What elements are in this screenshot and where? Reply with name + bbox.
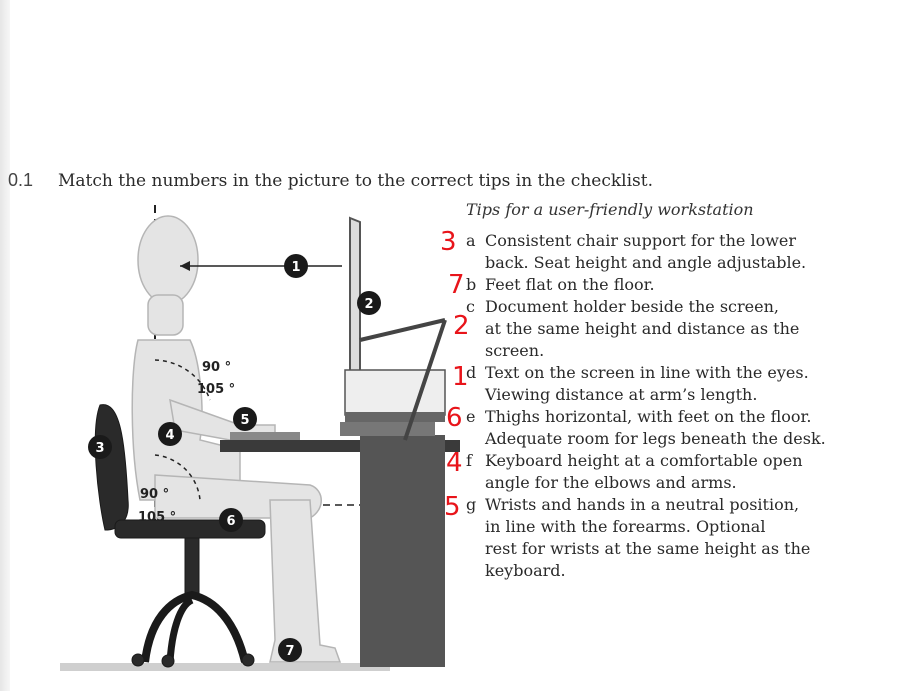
svg-text:3: 3 — [95, 441, 104, 456]
monitor — [344, 216, 446, 422]
exercise-instruction: Match the numbers in the picture to the … — [58, 171, 653, 191]
tip-line: rest for wrists at the same height as th… — [485, 539, 811, 558]
svg-text:1: 1 — [291, 260, 300, 275]
workstation-illustration: 90 ° 105 ° 90 ° 105 ° 1 2 3 4 5 6 7 — [60, 205, 460, 671]
tip-letter: b — [466, 275, 477, 294]
callout-1: 1 — [284, 254, 308, 278]
page-edge — [0, 0, 10, 691]
svg-text:7: 7 — [285, 644, 294, 659]
tip-a: a Consistent chair support for the lower… — [466, 230, 826, 274]
tip-line: Document holder beside the screen, — [485, 297, 779, 316]
tip-c: c Document holder beside the screen, at … — [466, 296, 826, 362]
document-holder — [359, 318, 447, 441]
hip-angle-arc — [154, 454, 201, 501]
tip-line: back. Seat height and angle adjustable. — [485, 253, 807, 272]
svg-text:4: 4 — [165, 428, 174, 443]
floor — [60, 663, 390, 671]
hip-angle-90: 90 ° — [140, 487, 169, 502]
handwritten-answer-a: 3 — [440, 227, 457, 257]
handwritten-answer-b: 7 — [448, 270, 465, 300]
callout-6: 6 — [219, 508, 243, 532]
elbow-angle-105: 105 ° — [197, 382, 235, 397]
tip-letter: f — [466, 451, 472, 470]
handwritten-answer-e: 6 — [446, 403, 463, 433]
tip-line: Viewing distance at arm’s length. — [485, 385, 758, 404]
desk — [220, 422, 460, 667]
keyboard — [230, 432, 300, 440]
tip-line: keyboard. — [485, 561, 566, 580]
tip-line: Feet flat on the floor. — [485, 275, 655, 294]
tip-line: Keyboard height at a comfortable open — [485, 451, 803, 470]
callout-2: 2 — [357, 291, 381, 315]
handwritten-answer-c: 2 — [453, 311, 470, 341]
tip-d: d Text on the screen in line with the ey… — [466, 362, 826, 406]
elbow-angle-90: 90 ° — [202, 360, 231, 375]
elbow-angle-arc — [154, 359, 211, 401]
tip-line: Text on the screen in line with the eyes… — [485, 363, 809, 382]
tip-line: screen. — [485, 341, 545, 360]
tip-letter: d — [466, 363, 477, 382]
exercise-number: 0.1 — [8, 170, 34, 190]
tip-line: at the same height and distance as the — [485, 319, 800, 338]
callout-5: 5 — [233, 407, 257, 431]
tip-letter: c — [466, 297, 475, 316]
callout-7: 7 — [278, 638, 302, 662]
handwritten-answer-f: 4 — [446, 448, 463, 478]
tip-line: Thighs horizontal, with feet on the floo… — [485, 407, 812, 426]
checklist-title: Tips for a user-friendly workstation — [466, 200, 754, 219]
tip-letter: g — [466, 495, 477, 514]
svg-text:2: 2 — [364, 297, 373, 312]
tip-f: f Keyboard height at a comfortable open … — [466, 450, 826, 494]
tip-letter: e — [466, 407, 476, 426]
hip-angle-105: 105 ° — [138, 510, 176, 525]
callout-3: 3 — [88, 435, 112, 459]
svg-text:5: 5 — [240, 413, 249, 428]
tip-line: Adequate room for legs beneath the desk. — [485, 429, 826, 448]
tip-line: in line with the forearms. Optional — [485, 517, 766, 536]
tip-line: angle for the elbows and arms. — [485, 473, 737, 492]
viewing-distance-arrowhead — [180, 261, 190, 271]
tip-letter: a — [466, 231, 476, 250]
callout-4: 4 — [158, 422, 182, 446]
svg-text:6: 6 — [226, 514, 235, 529]
tip-line: Wrists and hands in a neutral position, — [485, 495, 800, 514]
tip-b: b Feet flat on the floor. — [466, 274, 826, 296]
exercise-heading: 0.1 Match the numbers in the picture to t… — [8, 170, 708, 194]
handwritten-answer-d: 1 — [452, 362, 469, 392]
tip-line: Consistent chair support for the lower — [485, 231, 797, 250]
tip-e: e Thighs horizontal, with feet on the fl… — [466, 406, 826, 450]
tip-g: g Wrists and hands in a neutral position… — [466, 494, 826, 582]
handwritten-answer-g: 5 — [444, 492, 461, 522]
